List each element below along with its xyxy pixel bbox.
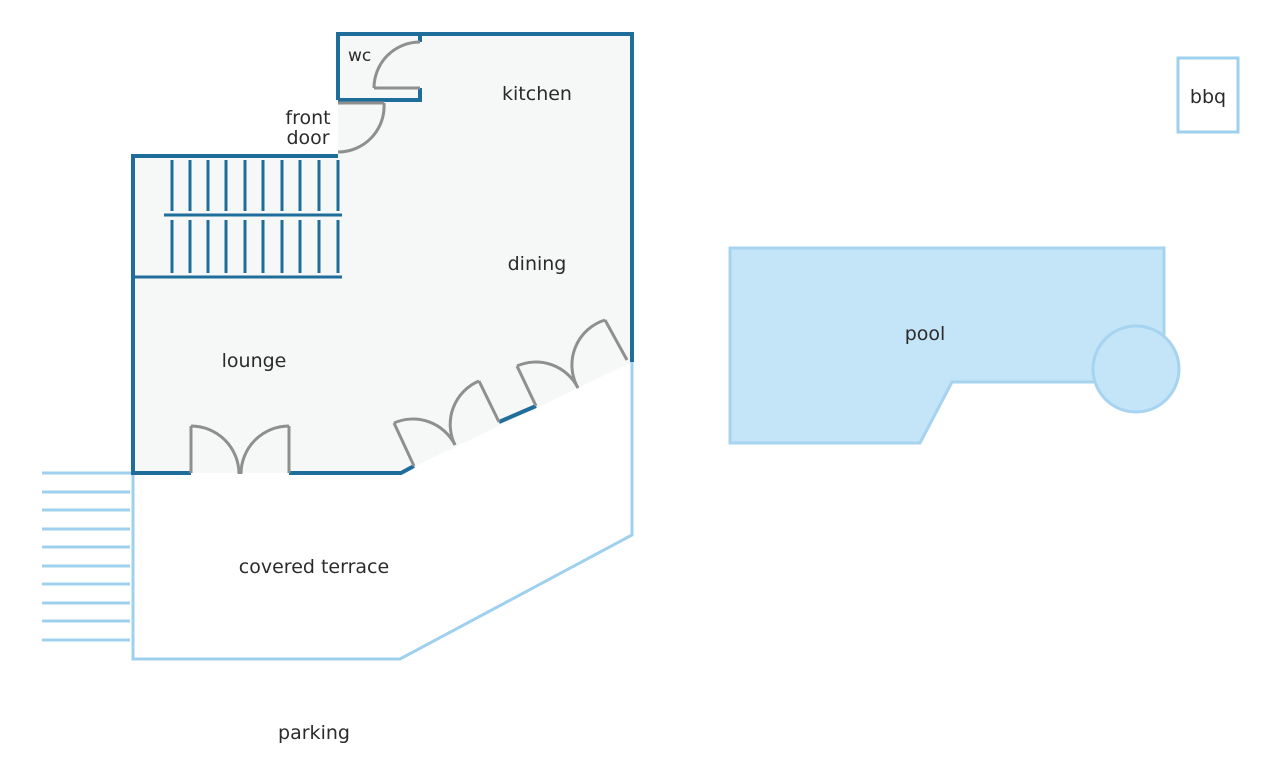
pool-label: pool <box>905 323 946 345</box>
walls <box>131 32 634 475</box>
front-door-label-line2: door <box>286 127 329 149</box>
wc-label: wc <box>348 46 371 66</box>
parking-label: parking <box>278 722 350 744</box>
dining-label: dining <box>508 253 567 275</box>
house-interior <box>133 34 632 473</box>
terrace-steps <box>42 471 133 642</box>
dining-double-door-left <box>392 379 501 467</box>
front-door <box>337 101 386 154</box>
bbq-area <box>1176 56 1240 134</box>
staircase <box>133 160 342 279</box>
pool <box>728 246 1181 445</box>
covered-terrace-outline <box>131 362 634 661</box>
doors <box>189 40 629 475</box>
covered-terrace-label: covered terrace <box>239 556 389 578</box>
pool-spa <box>1091 324 1181 414</box>
front-door-label-line1: front <box>285 107 330 129</box>
lounge-label: lounge <box>222 350 287 372</box>
wc-door <box>372 40 421 90</box>
kitchen-label: kitchen <box>502 83 572 105</box>
dining-double-door-right <box>515 318 629 407</box>
bbq-label: bbq <box>1190 86 1226 108</box>
pool-basin <box>728 246 1166 445</box>
lounge-double-door <box>189 424 291 475</box>
